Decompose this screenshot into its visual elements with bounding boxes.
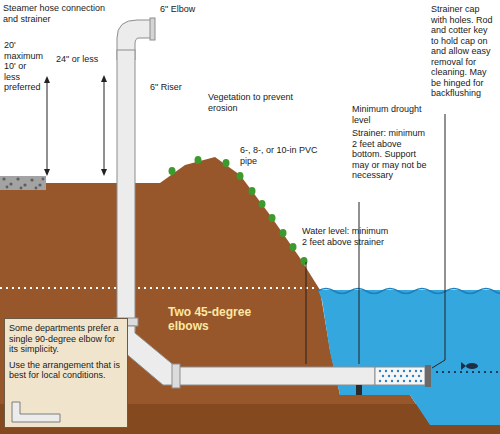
callout-label: Strainer cap with holes. Rod and cotter … (431, 4, 497, 99)
callout-label: 6" Elbow (160, 4, 230, 15)
callout-label: 20' maximum 10' or less preferred (4, 40, 44, 93)
water-surface (318, 289, 500, 294)
horizontal-pipe (175, 367, 375, 385)
arrowhead (101, 75, 107, 82)
callout-label: Water level: minimum 2 feet above strain… (302, 226, 390, 247)
note-text: Some departments prefer a single 90-degr… (9, 323, 123, 355)
arrowhead (101, 169, 107, 176)
water-dotted-line (436, 371, 500, 373)
callout-label: Minimum drought level (352, 104, 428, 125)
callout-label: Vegetation to prevent erosion (208, 92, 308, 113)
leader-line (445, 114, 446, 360)
fish (461, 362, 478, 370)
single-elbow-sketch (12, 402, 60, 422)
ground (0, 157, 500, 434)
gravel-stones (2, 177, 44, 189)
water (318, 290, 500, 425)
strainer-support (356, 385, 362, 395)
note-text: Use the arrangement that is best for loc… (9, 360, 123, 381)
drought-level-line (0, 287, 318, 289)
inset-panel (4, 318, 128, 428)
gravel (0, 176, 46, 190)
dimension-line (104, 78, 105, 174)
callout-label: Strainer: minimum 2 feet above bottom. S… (352, 128, 430, 181)
dimension-line (47, 80, 48, 174)
strainer-cap (425, 365, 431, 387)
callout-label: 6-, 8-, or 10-in PVC pipe (240, 145, 335, 166)
callout-label: 24" or less (56, 54, 100, 65)
strainer (375, 367, 425, 385)
strainer-holes (379, 370, 422, 382)
arrowhead (44, 76, 50, 83)
riser-pipe (117, 50, 135, 330)
vegetation (169, 156, 308, 265)
arrowhead (44, 169, 50, 176)
callout-label: Two 45-degree elbows (168, 306, 252, 334)
callout-label: 6" Riser (150, 82, 210, 93)
note-box: Some departments prefer a single 90-degr… (4, 318, 128, 428)
callout-label: Steamer hose connection and strainer (3, 3, 108, 24)
hose-connection (150, 18, 155, 40)
pipe-coupling (172, 364, 180, 388)
leader-line (306, 262, 307, 364)
leader-line (432, 360, 445, 368)
